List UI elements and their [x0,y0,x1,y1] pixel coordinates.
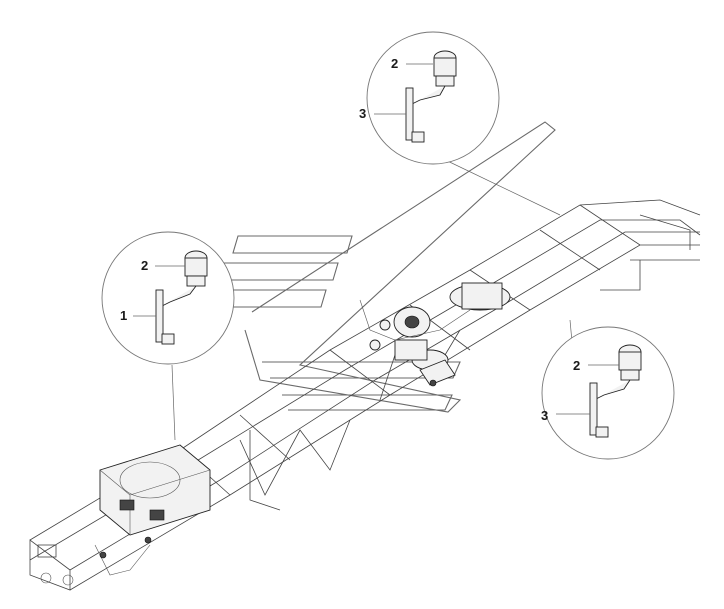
callout-left-label-2: 1 [120,308,127,323]
callout-right-label-1: 2 [573,358,580,373]
central-valve-assembly [359,299,471,387]
chassis-frame [29,199,701,591]
front-engine-assembly [94,444,211,576]
detail-circle-top: 2 3 [359,31,500,165]
detail-circle-left: 2 1 [101,231,235,365]
watermark-logo [206,121,556,413]
valve-assembly-left [155,250,208,345]
callout-left-label-1: 2 [141,258,148,273]
callout-top-label-1: 2 [391,56,398,71]
detail-circle-right: 2 3 [541,326,675,460]
callout-top-label-2: 3 [359,106,366,121]
valve-assembly-right [589,344,642,438]
valve-assembly-top [405,50,457,143]
callout-right-label-2: 3 [541,408,548,423]
